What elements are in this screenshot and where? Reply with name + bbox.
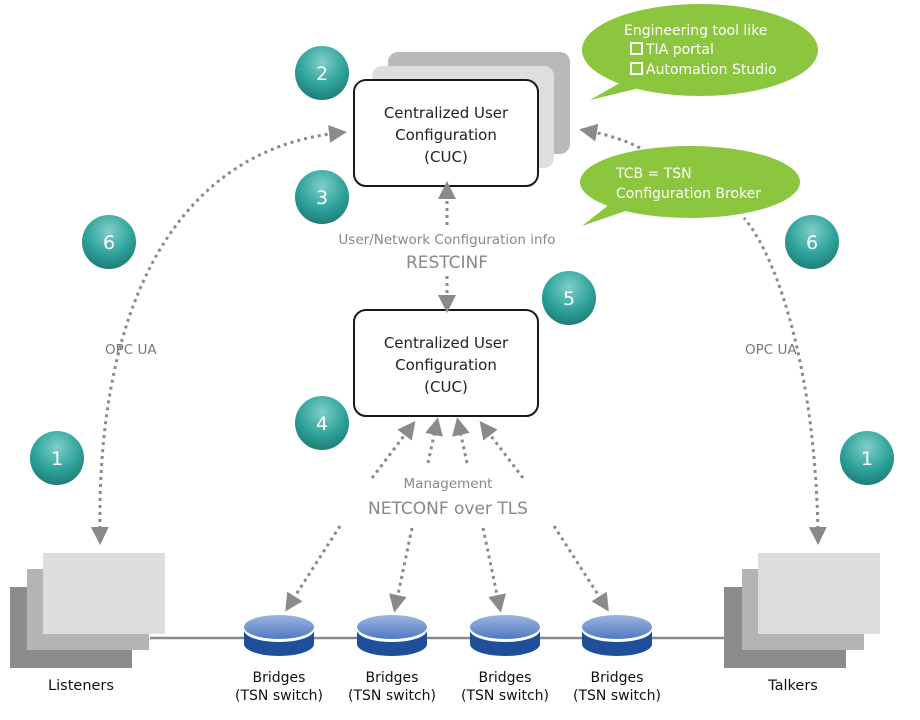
step-number: 4: [316, 413, 328, 435]
netconf-arrow-up-4: [479, 420, 525, 479]
opc-ua-right-arrow-top: [579, 123, 641, 150]
step-number: 1: [861, 448, 873, 470]
listeners-device-stack[interactable]: [10, 553, 165, 668]
bridge-switch-3[interactable]: Bridges (TSN switch): [461, 615, 549, 704]
bridge-sublabel: (TSN switch): [348, 688, 436, 704]
step-number: 1: [51, 448, 63, 470]
step-badge-left-1: 1: [30, 431, 84, 485]
cuc-bottom-line2: Configuration: [395, 356, 497, 374]
bridge-sublabel: (TSN switch): [573, 688, 661, 704]
netconf-arrow-up-3: [452, 417, 470, 464]
cuc-top-line2: Configuration: [395, 126, 497, 144]
checkbox-icon: [630, 62, 643, 75]
callout-engineering-item-tia: TIA portal: [645, 42, 714, 58]
callout-tcb: TCB = TSN Configuration Broker: [580, 146, 800, 226]
step-badge-mid-4: 4: [295, 396, 349, 450]
bridge-label: Bridges: [479, 670, 532, 686]
bridge-sublabel: (TSN switch): [235, 688, 323, 704]
opc-ua-left-arrow: [90, 125, 347, 545]
netconf-arrow-down-1: [285, 525, 342, 612]
callout-engineering-tool: Engineering tool like TIA portal Automat…: [582, 4, 818, 100]
callout-engineering-title: Engineering tool like: [624, 23, 767, 39]
netconf-big-label: NETCONF over TLS: [368, 499, 528, 519]
step-badge-right-1: 1: [840, 431, 894, 485]
talkers-label: Talkers: [767, 678, 818, 694]
callout-tcb-line2: Configuration Broker: [616, 186, 761, 202]
cuc-top-line3: (CUC): [424, 148, 468, 166]
bridge-label: Bridges: [366, 670, 419, 686]
step-badge-circle: [295, 170, 349, 224]
bridge-label: Bridges: [591, 670, 644, 686]
step-number: 5: [563, 288, 575, 310]
step-badge-circle: [785, 215, 839, 269]
netconf-small-label: Management: [404, 476, 493, 492]
netconf-arrow-down-3: [481, 527, 506, 613]
callout-engineering-item-automation: Automation Studio: [646, 62, 777, 78]
step-badges: 2 3 5 4 6 1 6 1: [30, 46, 894, 485]
restconf-big-label: RESTCINF: [406, 253, 488, 273]
netconf-arrow-down-2: [389, 527, 414, 613]
bridge-label: Bridges: [253, 670, 306, 686]
netconf-arrow-down-4: [552, 525, 609, 612]
opc-ua-left-label: OPC UA: [105, 342, 157, 358]
step-badge-circle: [30, 431, 84, 485]
bridge-top: [470, 615, 540, 639]
step-badge-circle: [840, 431, 894, 485]
bridge-top: [357, 615, 427, 639]
opc-ua-right-label: OPC UA: [745, 342, 797, 358]
step-number: 6: [806, 232, 818, 254]
step-number: 3: [316, 187, 328, 209]
listeners-label: Listeners: [48, 678, 114, 694]
step-badge-top-left-2: 2: [295, 46, 349, 100]
opc-ua-right-arrow: [742, 217, 827, 545]
bridges-group: Bridges(TSN switch)Bridges(TSN switch)Br…: [235, 615, 661, 704]
bridge-top: [244, 615, 314, 639]
talkers-device-stack[interactable]: [724, 553, 880, 668]
bridge-sublabel: (TSN switch): [461, 688, 549, 704]
step-badge-circle: [295, 396, 349, 450]
step-badge-right-6: 6: [785, 215, 839, 269]
netconf-arrow-up-1: [370, 420, 416, 479]
listeners-layer-front: [43, 553, 165, 634]
cuc-bottom-line1: Centralized User: [384, 334, 509, 352]
step-badge-circle: [82, 215, 136, 269]
step-badge-top-left-3: 3: [295, 170, 349, 224]
cuc-top-line1: Centralized User: [384, 104, 509, 122]
netconf-arrow-up-2: [425, 417, 443, 464]
restconf-small-label: User/Network Configuration info: [338, 232, 555, 248]
step-badge-circle: [295, 46, 349, 100]
step-badge-circle: [542, 271, 596, 325]
checkbox-icon: [630, 42, 643, 55]
talkers-layer-front: [758, 553, 880, 634]
bridge-switch-2[interactable]: Bridges (TSN switch): [348, 615, 436, 704]
step-badge-mid-5: 5: [542, 271, 596, 325]
bridge-switch-4[interactable]: Bridges (TSN switch): [573, 615, 661, 704]
step-badge-left-6: 6: [82, 215, 136, 269]
callout-tcb-bubble: [580, 146, 800, 218]
bridge-top: [582, 615, 652, 639]
cuc-bottom-line3: (CUC): [424, 378, 468, 396]
bridge-switch-1[interactable]: Bridges (TSN switch): [235, 615, 323, 704]
step-number: 6: [103, 232, 115, 254]
callout-tcb-line1: TCB = TSN: [615, 166, 692, 182]
step-number: 2: [316, 63, 328, 85]
